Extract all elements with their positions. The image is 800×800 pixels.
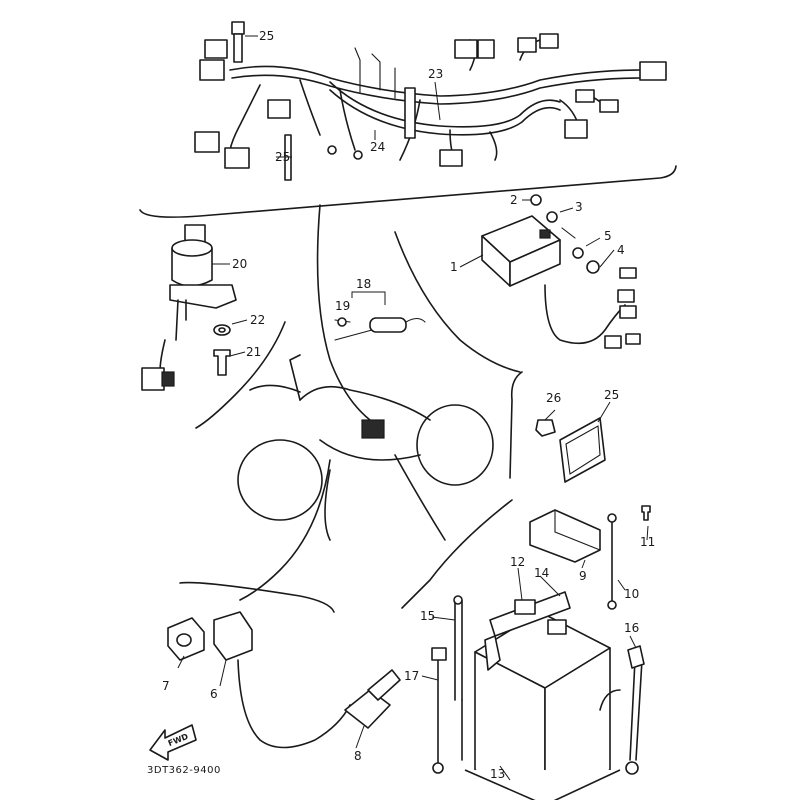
callout-21: 21	[246, 345, 261, 359]
part-code: 3DT362-9400	[147, 765, 221, 776]
callout-2: 2	[510, 193, 518, 207]
callout-3: 3	[575, 200, 583, 214]
callout-11: 11	[640, 535, 655, 549]
callout-24: 24	[370, 140, 385, 154]
ignition-switch	[141, 224, 237, 391]
callout-4: 4	[617, 243, 625, 257]
callout-15: 15	[420, 609, 435, 623]
callout-16: 16	[624, 621, 639, 635]
callout-25-bottom: 25	[275, 150, 290, 164]
callout-27: 26	[546, 391, 561, 405]
callout-22: 22	[250, 313, 265, 327]
callout-6: 6	[210, 687, 218, 701]
callout-13: 13	[490, 767, 505, 781]
callout-20: 20	[232, 257, 247, 271]
fuse-holder	[334, 291, 426, 341]
callout-5: 5	[604, 229, 612, 243]
callout-25-top: 25	[259, 29, 274, 43]
motorcycle-outline	[237, 354, 494, 541]
callout-14: 14	[534, 566, 549, 580]
callout-26: 25	[604, 388, 619, 402]
leader-lines	[177, 35, 649, 781]
callout-12: 12	[510, 555, 525, 569]
callout-7: 7	[162, 679, 170, 693]
ignition-coil	[167, 611, 401, 749]
callout-23: 23	[428, 67, 443, 81]
battery	[464, 591, 621, 800]
callout-9: 9	[579, 569, 587, 583]
callout-19: 19	[335, 299, 350, 313]
regulator	[535, 417, 606, 483]
forward-direction-arrow: FWD	[149, 724, 197, 761]
control-unit	[481, 194, 641, 349]
starter-relay	[529, 505, 651, 610]
callout-8: 8	[354, 749, 362, 763]
wire-harness	[194, 21, 667, 181]
battery-leads	[431, 595, 645, 775]
region-separators	[139, 165, 677, 613]
callouts: 25 23 24 25 2 3 5 4 1 20 18 19 22 21 26 …	[162, 29, 655, 781]
callout-1: 1	[450, 260, 458, 274]
bolt-21-washer-22	[213, 324, 231, 376]
callout-10: 10	[624, 587, 639, 601]
callout-18: 18	[356, 277, 371, 291]
callout-17: 17	[404, 669, 419, 683]
